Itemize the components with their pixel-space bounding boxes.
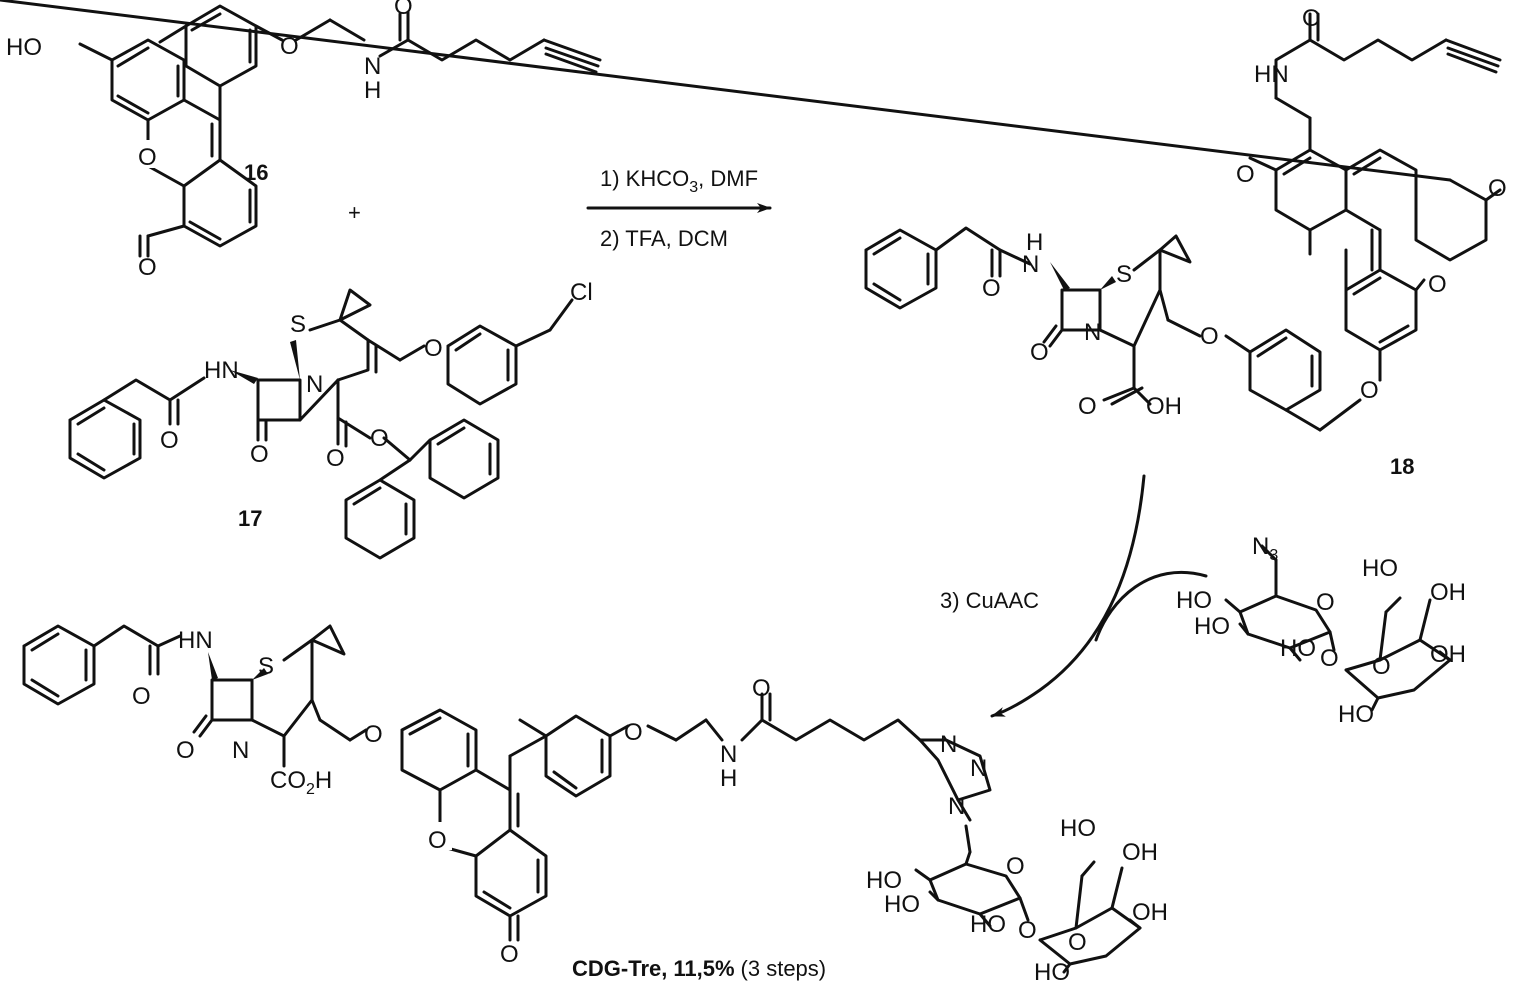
atom-label: O [132, 683, 151, 710]
compound-label-18: 18 [1390, 454, 1414, 479]
atom-label: N3 [1252, 533, 1278, 564]
compound-18-structure: H N O S N O O OH O O O O O HN O [0, 0, 1507, 432]
atom-label: O [1030, 339, 1049, 366]
atom-label: O [1372, 653, 1391, 680]
atom-label: H [364, 77, 381, 104]
reagent-feed-line [1094, 570, 1208, 642]
atom-label: N [232, 737, 249, 764]
condition-step-1: 1) KHCO3, DMF [600, 166, 758, 196]
atom-label: S [290, 311, 306, 338]
product-structure: HN O S N O CO2H O O O O N H O N N N HO H… [22, 624, 1168, 982]
atom-label: O [326, 445, 345, 472]
atom-label: O [160, 427, 179, 454]
atom-label: HO [1194, 613, 1230, 640]
atom-label: HO [1034, 959, 1070, 982]
atom-label: N [364, 53, 381, 80]
atom-label: O [1006, 853, 1025, 880]
atom-label: Cl [570, 279, 593, 306]
atom-label: N [720, 741, 737, 768]
atom-label: HO [866, 867, 902, 894]
atom-label: O [424, 335, 443, 362]
trehalose-azide-structure: N3 HO HO HO O O O HO OH OH HO [1176, 533, 1466, 728]
atom-label: N [940, 731, 957, 758]
atom-label: O [138, 254, 157, 281]
atom-label: O [138, 144, 157, 171]
atom-label: O [428, 827, 447, 854]
atom-label: O [364, 721, 383, 748]
atom-label: HO [6, 34, 42, 61]
condition-step-2: 2) TFA, DCM [600, 226, 728, 251]
atom-label: O [1488, 175, 1507, 202]
atom-label: O [1236, 161, 1255, 188]
atom-label: O [1302, 5, 1321, 32]
atom-label: HO [1338, 701, 1374, 728]
atom-label: S [258, 653, 274, 680]
atom-label: HN [204, 357, 239, 384]
atom-label: HO [970, 911, 1006, 938]
compound-17-structure: S N HN O O O O O Cl [68, 279, 593, 560]
reaction-arrow-cuaac [990, 474, 1146, 718]
atom-label: OH [1430, 641, 1466, 668]
atom-label: OH [1430, 579, 1466, 606]
atom-label: O [1078, 393, 1097, 420]
atom-label: HO [1176, 587, 1212, 614]
atom-label: O [982, 275, 1001, 302]
atom-label: O [1320, 645, 1339, 672]
atom-label: CO2H [270, 767, 332, 798]
atom-label: O [176, 737, 195, 764]
condition-step-3: 3) CuAAC [940, 588, 1039, 613]
atom-label: HN [178, 627, 213, 654]
atom-label: N [306, 371, 323, 398]
atom-label: H [720, 765, 737, 792]
atom-label: N [948, 793, 965, 820]
compound-label-17: 17 [238, 506, 262, 531]
atom-label: HO [884, 891, 920, 918]
atom-label: O [1068, 929, 1087, 956]
atom-label: H [1026, 229, 1043, 256]
atom-label: O [370, 425, 389, 452]
atom-label: OH [1146, 393, 1182, 420]
atom-label: OH [1132, 899, 1168, 926]
atom-label: N [970, 755, 987, 782]
atom-label: O [250, 441, 269, 468]
atom-label: O [624, 719, 643, 746]
atom-label: O [394, 0, 413, 20]
atom-label: O [280, 33, 299, 60]
compound-label-16: 16 [244, 160, 268, 185]
atom-label: S [1116, 261, 1132, 288]
atom-label: HO [1280, 635, 1316, 662]
atom-label: O [1316, 589, 1335, 616]
atom-label: HO [1060, 815, 1096, 842]
atom-label: OH [1122, 839, 1158, 866]
plus-sign: + [348, 200, 361, 225]
atom-label: O [1428, 271, 1447, 298]
compound-16-structure: HO O O O N H O [5, 0, 602, 281]
product-caption: CDG-Tre,11,5%(3 steps) [572, 956, 826, 981]
atom-label: O [1018, 917, 1037, 944]
atom-label: HO [1362, 555, 1398, 582]
atom-label: O [1200, 323, 1219, 350]
atom-label: O [1360, 377, 1379, 404]
atom-label: O [500, 941, 519, 968]
atom-label: N [1084, 319, 1101, 346]
atom-label: N [1022, 251, 1039, 278]
atom-label: HN [1254, 61, 1289, 88]
atom-label: O [752, 675, 771, 702]
